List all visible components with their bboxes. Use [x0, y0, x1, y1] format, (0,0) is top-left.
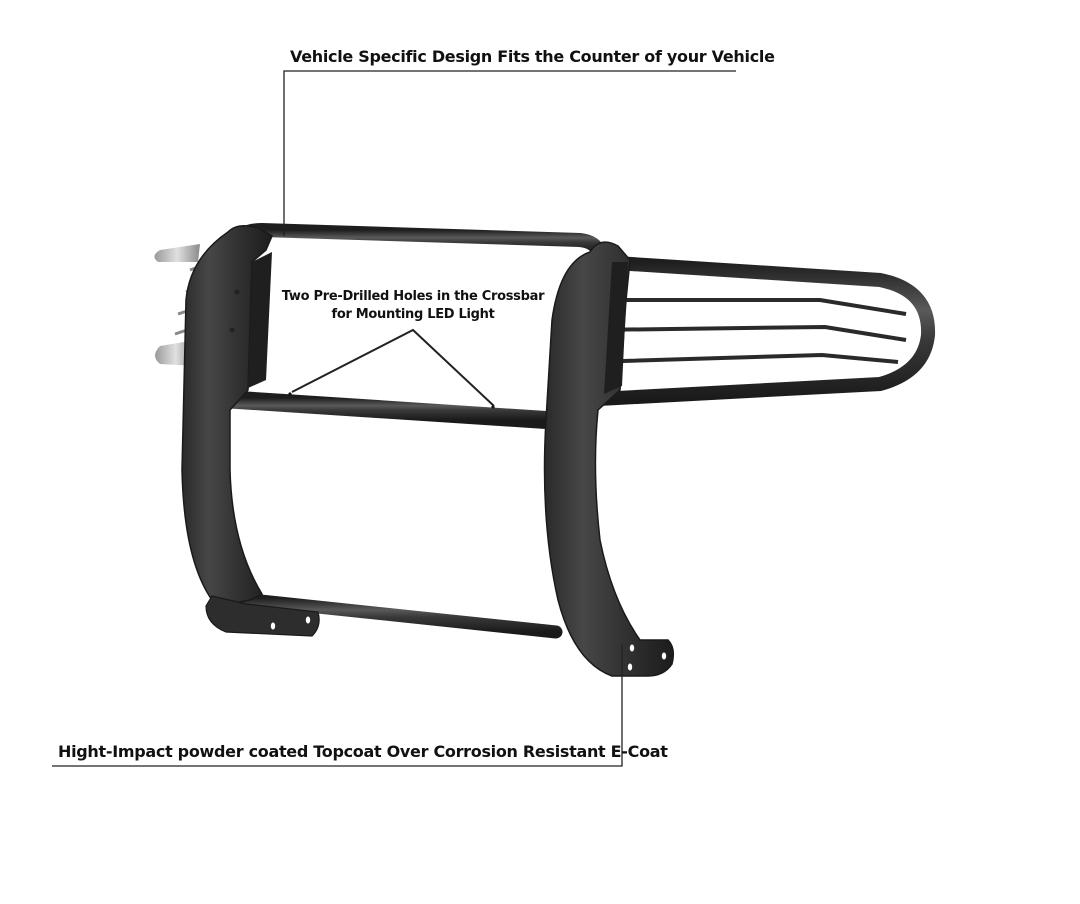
right-headlight-guard — [573, 255, 936, 407]
bottom-callout-leader — [52, 645, 623, 767]
callout-pre-drilled-holes-line1: Two Pre-Drilled Holes in the Crossbar — [281, 289, 545, 304]
right-mounting-bracket — [627, 644, 667, 671]
left-upright — [181, 225, 273, 605]
callout-powder-coat-finish: Hight-Impact powder coated Topcoat Over … — [58, 742, 668, 761]
left-mounting-bracket — [205, 595, 320, 637]
right-upright — [543, 241, 675, 677]
led-mount-hole-left — [288, 392, 292, 396]
callout-pre-drilled-holes: Two Pre-Drilled Holes in the Crossbar fo… — [270, 288, 556, 324]
bottom-crossbar — [225, 591, 563, 639]
top-hoop-tube — [233, 222, 605, 259]
callout-vehicle-specific-design: Vehicle Specific Design Fits the Counter… — [290, 47, 775, 66]
callout-pre-drilled-holes-line2: for Mounting LED Light — [331, 307, 495, 322]
middle-callout-leader — [291, 328, 495, 407]
crossbar — [199, 389, 555, 429]
top-callout-leader — [283, 70, 736, 236]
leader-lines — [52, 70, 736, 767]
